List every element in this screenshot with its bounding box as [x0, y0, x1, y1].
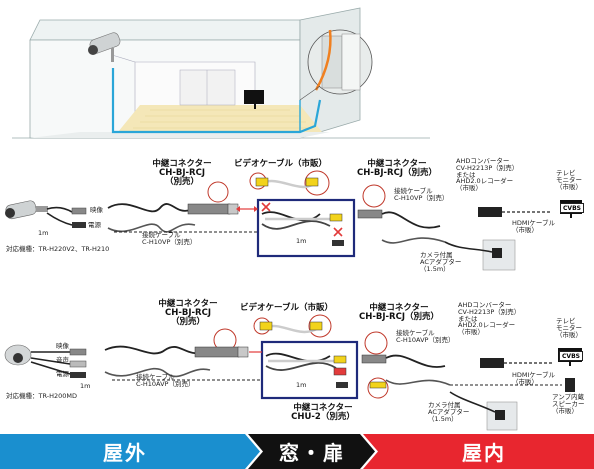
label-power-2: 電源 [56, 370, 69, 378]
bullet-camera-icon [5, 200, 48, 220]
red-x-mark-1 [261, 202, 271, 212]
house-illustration [12, 7, 430, 139]
window-frame-2 [260, 340, 359, 400]
speaker-icon [565, 378, 575, 392]
hdmi-cable-label-1: HDMIケーブル（市販） [512, 219, 556, 234]
video-cable-label-1: ビデオケーブル（市販） [234, 159, 327, 169]
banner-outdoor: 屋外 [103, 441, 147, 465]
house-cable-path [111, 68, 322, 134]
outdoor-camera-icon [88, 32, 121, 62]
ahd-converter-1 [478, 207, 502, 217]
label-1m-center-1: 1m [296, 237, 307, 245]
banner-window-door: 窓・扉 [279, 441, 345, 465]
label-video-2: 映像 [56, 342, 69, 350]
window-frame-1 [256, 198, 356, 258]
dome-camera-icon [4, 344, 32, 366]
label-1m-left-2: 1m [80, 382, 91, 390]
label-1m-center-2: 1m [296, 381, 307, 389]
label-1m-left-1: 1m [38, 229, 49, 237]
ahd-converter-2 [480, 358, 504, 368]
banner-indoor: 屋内 [462, 441, 506, 465]
compatible-models-1: 対応機種：TR-H220V2、TR-H210 [6, 245, 110, 253]
tv-in-house [244, 90, 264, 104]
label-power-1: 電源 [88, 221, 101, 229]
label-video-1: 映像 [90, 206, 103, 214]
cvbs-badge-2: CVBS [559, 351, 583, 361]
bottom-banner [0, 434, 594, 469]
cvbs-badge-1: CVBS [560, 203, 584, 213]
tv-monitor-label-2: テレビモニター（市販） [556, 317, 582, 339]
amp-speaker-label-2: アンプ内蔵スピーカー（市販） [552, 393, 585, 415]
label-audio-2: 音声 [56, 356, 69, 364]
video-cable-label-2: ビデオケーブル（市販） [240, 303, 333, 313]
tv-monitor-label-1: テレビモニター（市販） [556, 169, 582, 191]
compatible-models-2: 対応機種：TR-H200MD [6, 392, 77, 400]
window-magnifier [299, 29, 373, 101]
hdmi-cable-label-2: HDMIケーブル（市販） [512, 371, 556, 386]
floor [118, 105, 322, 132]
